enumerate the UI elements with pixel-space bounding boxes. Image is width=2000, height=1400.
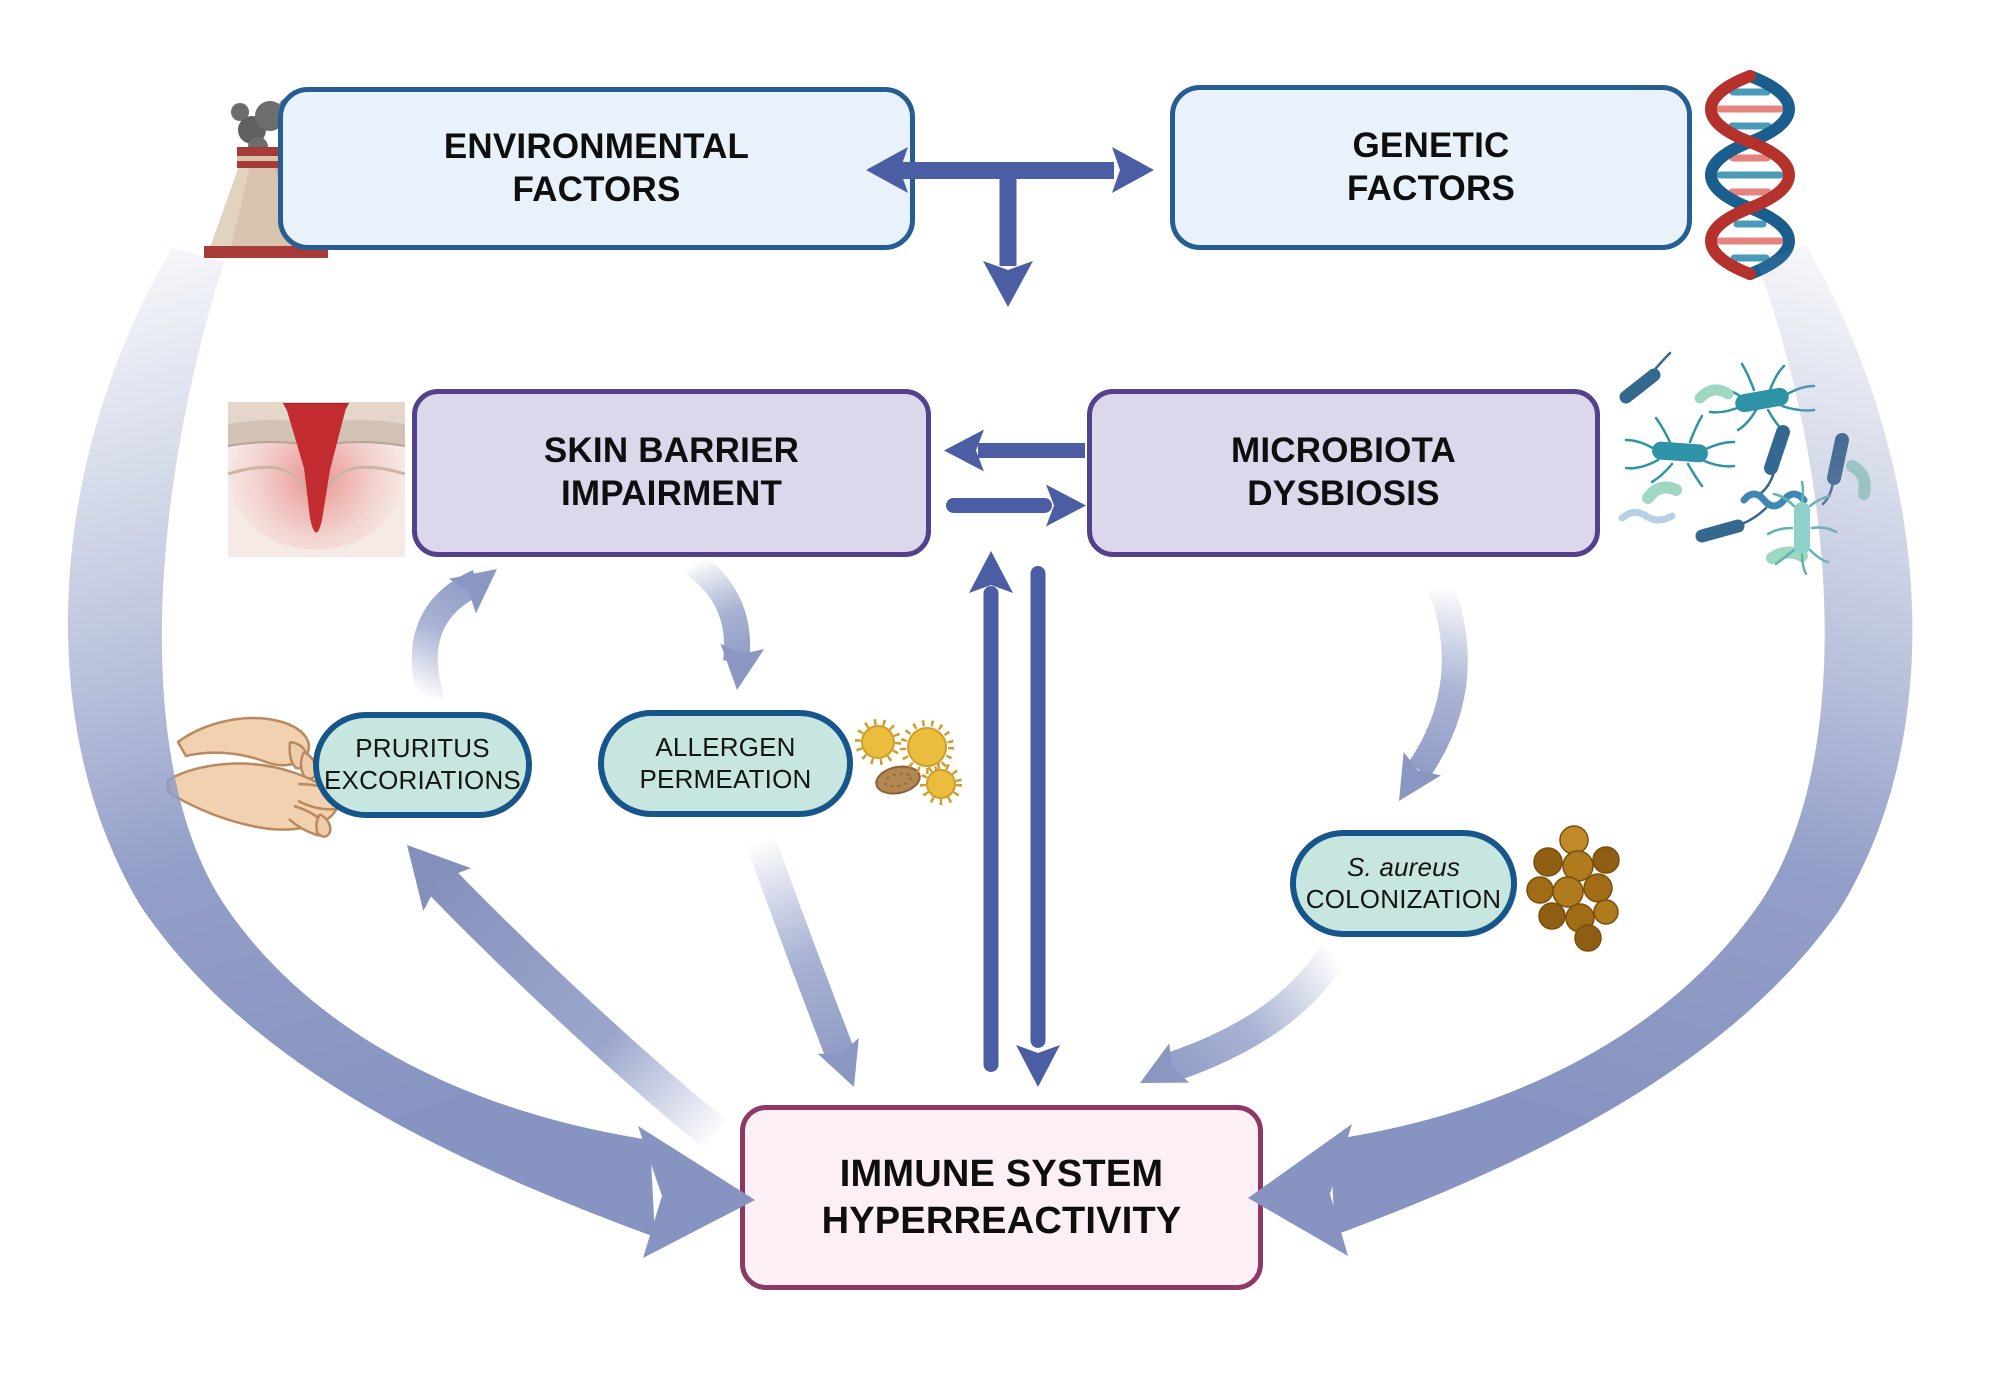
node-label: EXCORIATIONS	[324, 765, 521, 795]
node-label: HYPERREACTIVITY	[821, 1199, 1182, 1242]
node-pruritus-excoriations: PRURITUS EXCORIATIONS	[313, 712, 532, 818]
node-allergen-permeation: ALLERGEN PERMEATION	[598, 710, 853, 817]
node-label: IMPAIRMENT	[560, 474, 783, 513]
node-label: DYSBIOSIS	[1247, 474, 1440, 513]
node-immune-system-hyperreactivity: IMMUNE SYSTEM HYPERREACTIVITY	[740, 1105, 1263, 1290]
node-label: ENVIRONMENTAL	[443, 126, 750, 166]
node-label: S. aureus	[1346, 851, 1461, 882]
node-label: PRURITUS	[355, 733, 490, 764]
node-label: PERMEATION	[639, 763, 812, 794]
node-skin-barrier-impairment: SKIN BARRIER IMPAIRMENT	[412, 389, 931, 557]
node-environmental-factors: ENVIRONMENTAL FACTORS	[278, 87, 915, 250]
node-s-aureus-colonization: S. aureus COLONIZATION	[1290, 830, 1517, 937]
node-genetic-factors: GENETIC FACTORS	[1170, 85, 1692, 250]
node-label: SKIN BARRIER	[543, 431, 800, 471]
node-label: FACTORS	[1347, 168, 1515, 208]
node-label: IMMUNE SYSTEM	[839, 1153, 1164, 1196]
node-microbiota-dysbiosis: MICROBIOTA DYSBIOSIS	[1087, 389, 1600, 557]
node-label: MICROBIOTA	[1231, 431, 1456, 471]
node-label: FACTORS	[512, 169, 681, 209]
node-label: ALLERGEN	[655, 731, 796, 762]
node-label: COLONIZATION	[1305, 883, 1502, 914]
node-label: GENETIC	[1352, 125, 1510, 165]
